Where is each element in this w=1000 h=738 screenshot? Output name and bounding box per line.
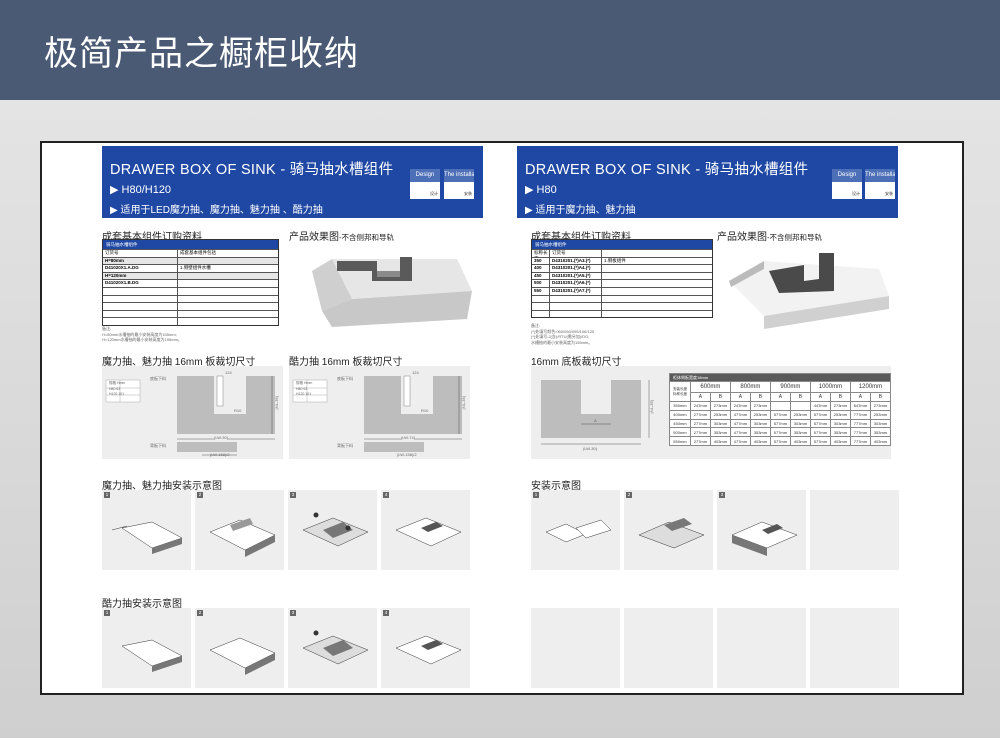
order-cell xyxy=(178,258,278,265)
install-step-box: 1 xyxy=(102,490,191,570)
header-bar: 极简产品之橱柜收纳 xyxy=(0,0,1000,100)
install-step-box: 2 xyxy=(195,608,284,688)
dim-label: (LW-30) xyxy=(583,446,598,451)
order-section-title: 成套基本组件订购资料 xyxy=(531,232,631,243)
dim-label: R10 xyxy=(421,408,429,413)
dim-label: (NL-35) xyxy=(649,399,655,414)
install-step-box: 1 xyxy=(102,608,191,688)
install-title-2: 酷力抽安装示意图 xyxy=(102,599,182,610)
effect-title: 产品效果图-不含侧邦和导轨 xyxy=(717,232,822,243)
cut-title-1: 魔力抽、魅力抽 16mm 板裁切尺寸 xyxy=(102,357,256,368)
order-table-header: 订货号 xyxy=(103,250,178,257)
page-title: 极简产品之橱柜收纳 xyxy=(44,34,359,74)
order-notes: 备注:H=80mm水槽抽的最小安装高度为155mm;H=120mm水槽抽的最小安… xyxy=(102,326,182,342)
empty-box xyxy=(717,608,806,688)
dim-label: (LW-30) xyxy=(214,435,229,441)
dim-label: 124 xyxy=(225,370,232,375)
order-table-header: 成套基本组件包括 xyxy=(180,250,216,255)
cut-table-title: 柜体侧板宽度18mm xyxy=(669,373,891,382)
banner-title: DRAWER BOX OF SINK - 骑马抽水槽组件 xyxy=(525,162,809,178)
install-badge: The installation安装 xyxy=(444,169,474,199)
install-step-box: 4 xyxy=(381,608,470,688)
banner-applies: ▶ 适用于魔力抽、魅力抽 xyxy=(525,205,636,216)
catalog-spread: DRAWER BOX OF SINK - 骑马抽水槽组件 ▶ H80/H120 … xyxy=(40,141,964,695)
order-cell xyxy=(178,280,278,287)
install-step-box: 2 xyxy=(195,490,284,570)
order-table-title: 骑马抽水槽组件 xyxy=(103,240,278,249)
dim-label: 124 xyxy=(412,370,419,375)
install-badge: The installation安装 xyxy=(865,169,895,199)
install-step-box: 3 xyxy=(288,490,377,570)
dim-label: A xyxy=(594,418,597,423)
empty-box xyxy=(624,608,713,688)
order-table: 骑马抽水槽组件 标称长度订货号 350D4310201.(*)A3.(*)1.侧… xyxy=(531,239,713,319)
order-cell: H=120mm xyxy=(103,272,178,280)
left-page: DRAWER BOX OF SINK - 骑马抽水槽组件 ▶ H80/H120 … xyxy=(102,143,504,693)
empty-box xyxy=(810,608,899,688)
banner-model: ▶ H80/H120 xyxy=(110,184,172,196)
order-notes: 备注:(*)处填写颜色:060/050/095/106/120(*)处填写:2(… xyxy=(531,323,595,345)
install-step-box-empty xyxy=(810,490,899,570)
product-render-image xyxy=(312,257,472,327)
dim-label: 底板下料 xyxy=(337,376,353,381)
install-step-box: 2 xyxy=(624,490,713,570)
install-title-1: 魔力抽、魅力抽安装示意图 xyxy=(102,481,222,492)
dim-label: 背板下料 xyxy=(337,443,353,448)
dim-label: 底板下料 xyxy=(150,376,166,381)
cut-table-corner: 安装长度标称长度 xyxy=(669,381,691,402)
dim-label: (LW-74) xyxy=(401,435,416,441)
cut-title-2: 酷力抽 16mm 板裁切尺寸 xyxy=(289,357,403,368)
dim-label: R10 xyxy=(234,408,242,413)
empty-box xyxy=(531,608,620,688)
dim-label: (NL-35) xyxy=(461,395,467,410)
install-step-box: 3 xyxy=(717,490,806,570)
left-banner: DRAWER BOX OF SINK - 骑马抽水槽组件 ▶ H80/H120 … xyxy=(102,146,483,218)
banner-title: DRAWER BOX OF SINK - 骑马抽水槽组件 xyxy=(110,162,394,178)
banner-applies: ▶ 适用于LED魔力抽、魔力抽、魅力抽 、酷力抽 xyxy=(110,205,323,216)
install-step-box: 4 xyxy=(381,490,470,570)
dim-label: 背板下料 xyxy=(150,443,166,448)
dim-label: (LW-158)/2 xyxy=(397,452,417,457)
install-step-box: 1 xyxy=(531,490,620,570)
dim-label: (NL-35) xyxy=(274,395,280,410)
order-table-title: 骑马抽水槽组件 xyxy=(532,240,712,249)
order-cell: D41020X1.A.DG xyxy=(103,265,178,272)
order-cell: 1.侧壁组件水槽 xyxy=(180,265,211,271)
right-banner: DRAWER BOX OF SINK - 骑马抽水槽组件 ▶ H80 ▶ 适用于… xyxy=(517,146,898,218)
order-table: 骑马抽水槽组件 订货号成套基本组件包括 H=80mm D41020X1.A.DG… xyxy=(102,239,279,326)
cut-title-right: 16mm 底板裁切尺寸 xyxy=(531,357,622,368)
banner-model: ▶ H80 xyxy=(525,184,557,196)
install-step-box: 3 xyxy=(288,608,377,688)
order-cell: D41020X1.B.DG xyxy=(103,280,178,287)
effect-title: 产品效果图-不含侧邦和导轨 xyxy=(289,232,394,243)
order-cell: H=80mm xyxy=(103,257,178,265)
right-page: DRAWER BOX OF SINK - 骑马抽水槽组件 ▶ H80 ▶ 适用于… xyxy=(517,143,919,693)
install-title-right: 安装示意图 xyxy=(531,481,581,492)
product-render-image xyxy=(729,253,889,329)
dim-label: (LW-158)/2 xyxy=(210,452,230,457)
order-cell xyxy=(178,273,278,280)
order-section-title: 成套基本组件订购资料 xyxy=(102,232,202,243)
